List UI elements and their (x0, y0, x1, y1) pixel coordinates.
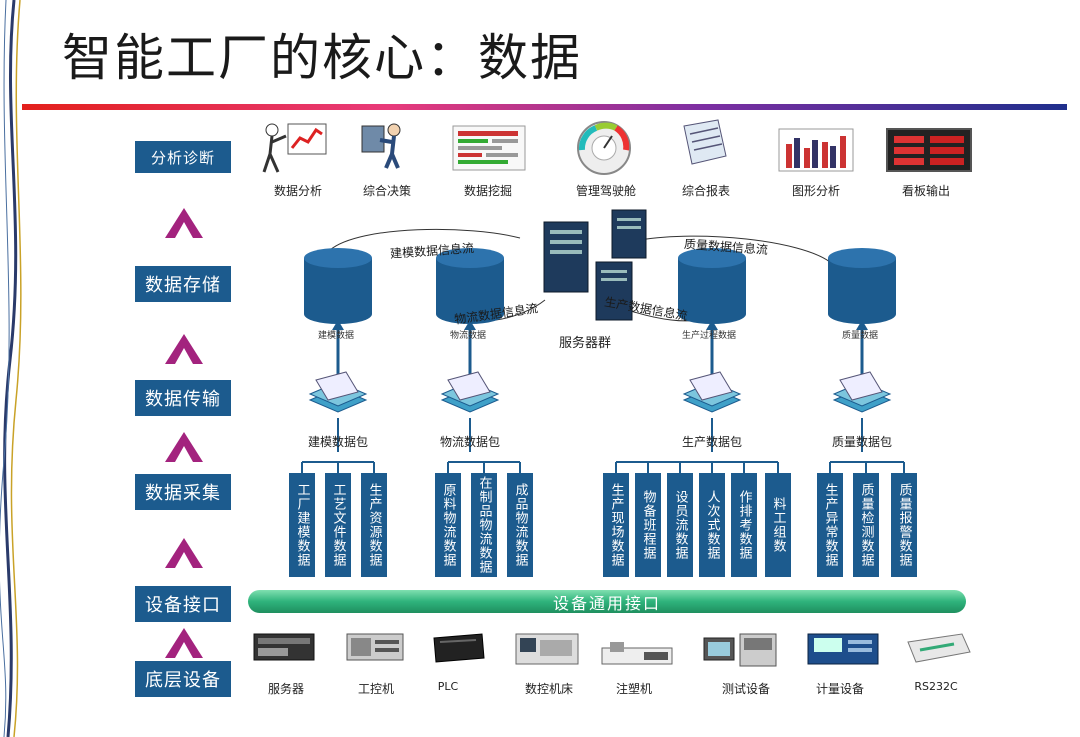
injection-molding-icon (601, 642, 673, 665)
server-icon (595, 261, 633, 321)
server-device-icon (253, 633, 315, 661)
data-analysis-icon (262, 123, 327, 173)
ipc-device-icon (346, 633, 404, 661)
report-icon (683, 119, 727, 165)
layer-analysis: 分析诊断 (135, 141, 231, 173)
server-icon (611, 209, 647, 259)
rs232c-device-icon (907, 633, 971, 663)
server-icon (543, 221, 589, 293)
chevron-up-icon (165, 432, 203, 462)
package-label: 建模数据包 (307, 435, 368, 449)
package-label: 物流数据包 (439, 435, 500, 449)
analysis-caption: 综合决策 (362, 184, 411, 198)
package-label: 质量数据包 (831, 435, 892, 449)
device-label: 注塑机 (615, 682, 652, 696)
decision-icon (361, 123, 401, 169)
package-label: 生产数据包 (681, 435, 742, 449)
device-label: 工控机 (357, 682, 394, 696)
data-package-icon (682, 371, 742, 413)
device-label: 数控机床 (524, 682, 573, 696)
collection-item: 生产资源数据 (361, 473, 387, 577)
dashboard-gauge-icon (577, 121, 631, 175)
data-package-icon (832, 371, 892, 413)
collection-item: 人次式数据 (699, 473, 725, 577)
plc-device-icon (433, 633, 485, 663)
device-label: 计量设备 (815, 682, 864, 696)
kanban-board-icon (886, 128, 972, 172)
database-icon (436, 248, 504, 324)
analysis-caption: 管理驾驶舱 (575, 184, 636, 198)
collection-item: 物备班程据 (635, 473, 661, 577)
device-label: PLC (437, 680, 459, 693)
chevron-up-icon (165, 334, 203, 364)
db-label: 建模数据 (318, 331, 355, 341)
decorative-swirl (0, 0, 22, 737)
page-title: 智能工厂的核心：数据 (62, 29, 582, 87)
device-label: 服务器 (267, 682, 304, 696)
collection-item: 质量报警数据 (891, 473, 917, 577)
test-equipment-icon (703, 633, 777, 667)
data-package-icon (440, 371, 500, 413)
cnc-machine-icon (515, 633, 579, 665)
db-label: 物流数据 (450, 331, 487, 341)
collection-item: 料工组数 (765, 473, 791, 577)
collection-item: 工厂建模数据 (289, 473, 315, 577)
device-label: RS232C (914, 680, 958, 693)
data-mining-icon (452, 125, 526, 171)
title-divider (22, 104, 1067, 110)
analysis-caption: 数据分析 (273, 184, 322, 198)
analysis-caption: 图形分析 (791, 184, 840, 198)
db-label: 生产过程数据 (682, 331, 737, 341)
collection-item: 作排考数据 (731, 473, 757, 577)
collection-item: 质量检测数据 (853, 473, 879, 577)
collection-item: 原料物流数据 (435, 473, 461, 577)
layer-transmission: 数据传输 (135, 380, 231, 416)
layer-collection: 数据采集 (135, 474, 231, 510)
database-icon (678, 248, 746, 324)
database-icon (304, 248, 372, 324)
collection-item: 成品物流数据 (507, 473, 533, 577)
database-icon (828, 248, 896, 324)
server-cluster-label: 服务器群 (558, 336, 611, 351)
data-package-icon (308, 371, 368, 413)
chevron-up-icon (165, 628, 203, 658)
analysis-caption: 综合报表 (681, 184, 730, 198)
layer-bottom: 底层设备 (135, 661, 231, 697)
collection-item: 生产现场数据 (603, 473, 629, 577)
metering-equipment-icon (807, 633, 879, 665)
chevron-up-icon (165, 208, 203, 238)
analysis-caption: 看板输出 (901, 184, 950, 198)
device-label: 测试设备 (721, 682, 770, 696)
analysis-caption: 数据挖掘 (463, 184, 512, 198)
layer-interface: 设备接口 (135, 586, 231, 622)
layer-storage: 数据存储 (135, 266, 231, 302)
collection-item: 在制品物流数据 (471, 473, 497, 577)
chevron-up-icon (165, 538, 203, 568)
collection-item: 设员流数据 (667, 473, 693, 577)
db-label: 质量数据 (842, 331, 879, 341)
collection-item: 工艺文件数据 (325, 473, 351, 577)
device-interface-bus: 设备通用接口 (248, 590, 966, 613)
collection-item: 生产异常数据 (817, 473, 843, 577)
bar-chart-icon (778, 128, 854, 172)
